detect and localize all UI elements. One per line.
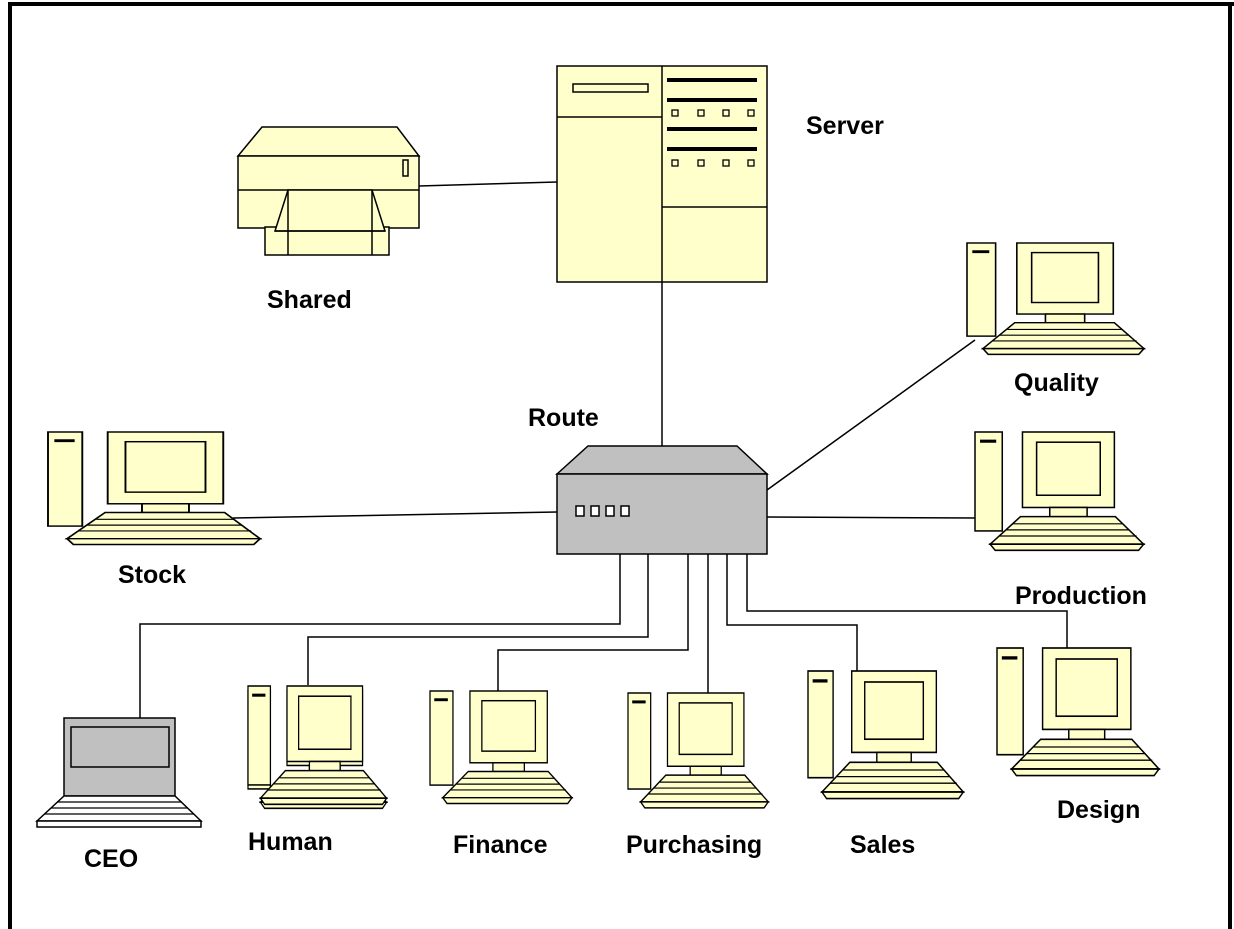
laptop-icon [35, 717, 203, 828]
link-printer-server [418, 181, 558, 187]
server-icon [556, 65, 768, 283]
stock-computer-icon [46, 430, 262, 547]
router-icon [555, 445, 769, 555]
production-label: Production [1015, 582, 1147, 610]
sales-computer-icon [806, 669, 965, 801]
quality-computer-icon [965, 241, 1146, 356]
purchasing-label: Purchasing [626, 831, 762, 859]
link-router-ceo [139, 554, 621, 718]
finance-computer-icon [428, 689, 574, 805]
stock-label: Stock [118, 561, 186, 589]
ceo-label: CEO [84, 845, 138, 873]
printer-icon [236, 126, 421, 256]
server-label: Server [806, 112, 884, 140]
connection-lines [139, 181, 1068, 718]
purchasing-computer-icon [626, 691, 770, 810]
quality-label: Quality [1014, 369, 1099, 397]
link-router-sales [726, 554, 858, 671]
link-router-quality [766, 339, 976, 491]
printer-label: Shared [267, 286, 352, 314]
design-label: Design [1057, 796, 1140, 824]
link-router-design [746, 554, 1068, 648]
page-border [8, 2, 1234, 929]
finance-label: Finance [453, 831, 548, 859]
link-router-human [307, 554, 649, 685]
sales-label: Sales [850, 831, 915, 859]
design-computer-icon [995, 646, 1161, 778]
router-label: Route [528, 404, 599, 432]
production-computer-icon [973, 430, 1146, 552]
link-router-stock [232, 511, 558, 519]
human-label: Human [248, 828, 333, 856]
link-router-finance [497, 554, 689, 691]
link-router-production [766, 516, 976, 519]
